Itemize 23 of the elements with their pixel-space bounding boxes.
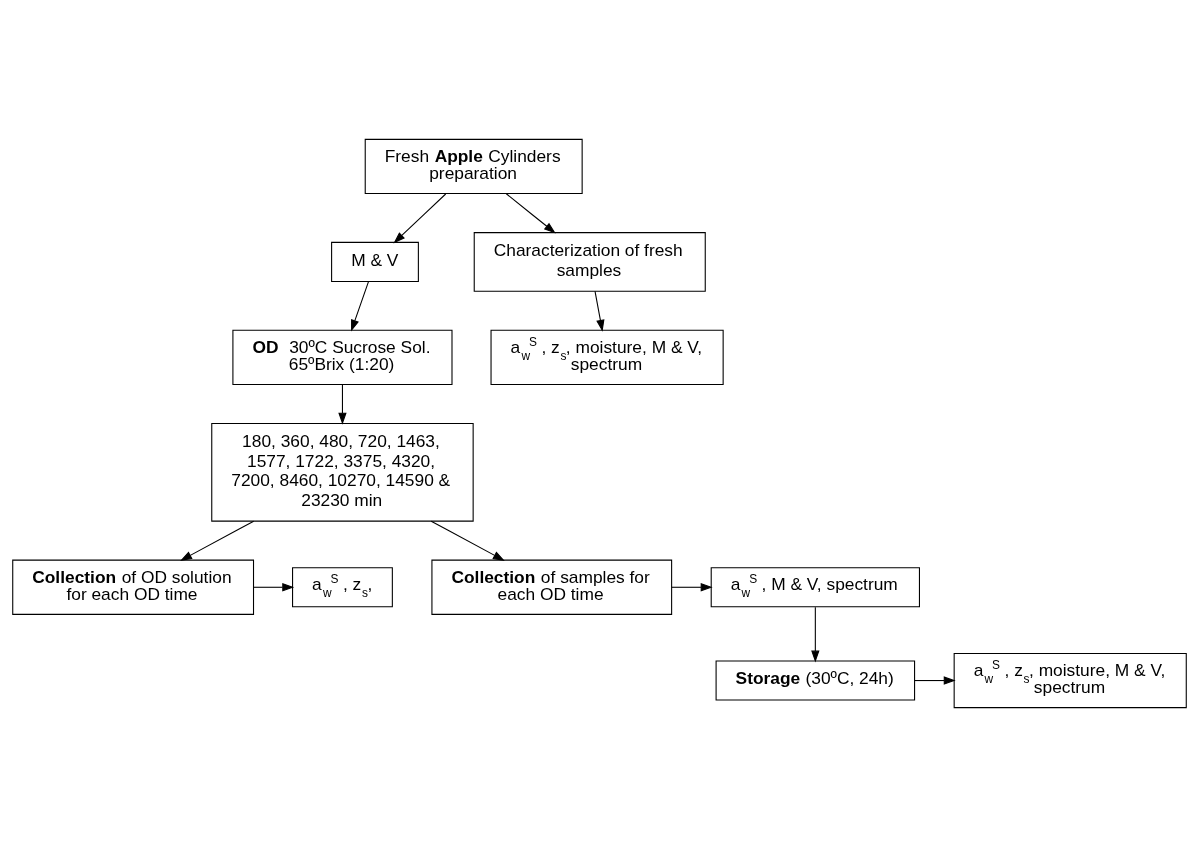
node-box: Fresh Apple Cylinders preparation: [364, 138, 583, 194]
arrow: [393, 192, 447, 243]
node-box: OD 30ºC Sucrose Sol. 65ºBrix (1:20): [232, 329, 453, 385]
node-box: 180, 360, 480, 720, 1463, 1577, 1722, 3375, 4320, 7200, 8460, 10270, 14590 & 23230 min: [211, 422, 474, 522]
arrow: [430, 520, 505, 561]
arrow: [253, 582, 295, 591]
node-box: Collection of OD solution for each OD time: [12, 559, 255, 615]
node-box: Storage (30ºC, 24h): [715, 660, 916, 701]
arrow: [594, 290, 605, 332]
arrow: [811, 606, 820, 663]
arrow: [505, 192, 556, 233]
node-box: a$_{w}$$^{S}$ , z$_{s}$, moisture, M & V, spectrum: [953, 652, 1187, 708]
arrow: [351, 280, 369, 332]
node-box: M & V: [331, 241, 419, 282]
arrow: [671, 582, 713, 591]
node-box: a$_{w}$$^{S}$ , z$_{s}$,: [292, 566, 393, 607]
arrow: [914, 675, 956, 685]
arrow: [180, 520, 255, 561]
node-box: a$_{w}$$^{S}$ , M & V, spectrum: [710, 566, 920, 607]
node-box: a$_{w}$$^{S}$ , z$_{s}$, moisture, M & V, spectrum: [490, 329, 724, 385]
node-box: Collection of samples for each OD time: [431, 559, 673, 615]
arrow: [338, 383, 347, 425]
node-box: Characterization of fresh samples: [473, 231, 706, 292]
